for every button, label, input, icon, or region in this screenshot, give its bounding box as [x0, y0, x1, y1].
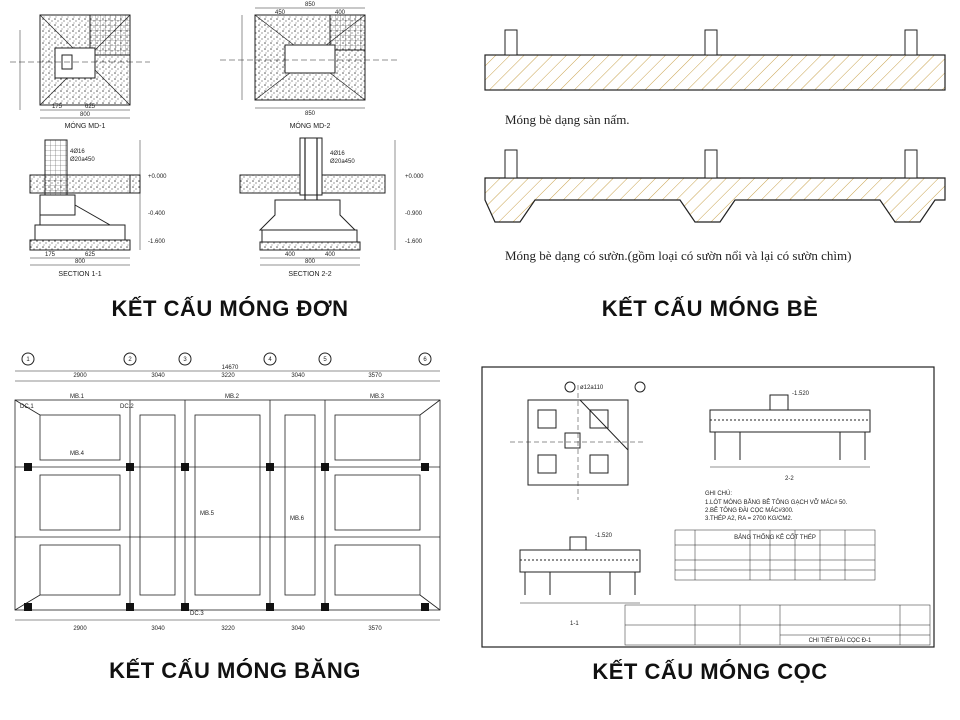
note-3: 3.THÉP A2, RA = 2700 KG/CM2.	[705, 515, 793, 522]
rebar-top: ø12a110	[580, 385, 604, 391]
section-1-1-coc	[519, 536, 641, 604]
rebar-table	[674, 529, 876, 581]
dim-top1-a: 175	[52, 104, 63, 110]
panel-mong-don: MÓNG MD-1 MÓNG MD-2 SECTION 1-1 SECTION …	[0, 0, 470, 321]
dim-bottom-3: 3220	[221, 626, 235, 632]
note-2: 2.BÊ TÔNG ĐÀI CỌC MÁC#300.	[705, 506, 794, 514]
note-ribbed-slab: Móng bè dạng có sườn.(gồm loại có sườn n…	[505, 248, 851, 263]
dim-top1-c: 800	[80, 112, 91, 118]
caption-mong-bang: KẾT CẤU MÓNG BĂNG	[109, 658, 361, 683]
dim-sec2-b: 400	[325, 252, 336, 258]
dim-bottom-2: 3040	[151, 626, 165, 632]
caption-mong-don: KẾT CẤU MÓNG ĐƠN	[111, 296, 349, 321]
section-2-2	[239, 137, 396, 266]
section-1-1	[29, 139, 141, 266]
rebar-label-2: Ø20a450	[70, 157, 95, 163]
axis-3: 3	[183, 357, 187, 363]
label-dc3: DC.3	[190, 611, 204, 617]
level-3: -1.600	[148, 239, 166, 245]
level-5: -0.900	[405, 211, 423, 217]
rebar-label-3: 4Ø16	[330, 151, 345, 157]
level-2: -0.400	[148, 211, 166, 217]
level-coc-2: -1.520	[595, 533, 613, 539]
label-dc2: DC.2	[120, 404, 134, 410]
dim-bottom-1: 2900	[73, 626, 87, 632]
sheet-title: CHI TIẾT ĐÀI CỌC Đ-1	[809, 637, 872, 644]
dim-row-1: 2900	[73, 373, 87, 379]
panel-mong-be: Móng bè dạng sàn nấm. Móng bè dạng có sư…	[480, 0, 960, 330]
rebar-label-1: 4Ø16	[70, 149, 85, 155]
caption-mong-be: KẾT CẤU MÓNG BÈ	[601, 296, 819, 321]
axis-1: 1	[26, 357, 30, 363]
section-2-2-coc	[709, 394, 871, 468]
ribbed-slab	[484, 149, 946, 223]
total-dim: 14670	[222, 365, 239, 371]
dim-bottom-4: 3040	[291, 626, 305, 632]
pile-cap-plan	[510, 381, 646, 500]
axis-4: 4	[268, 357, 272, 363]
caption-mong-coc: KẾT CẤU MÓNG CỌC	[592, 659, 828, 684]
mong-bang-drawing: 1 2 3 4 5 6 14670 2900 3040 3220 3040 35…	[14, 352, 441, 632]
dim-bottom-5: 3570	[368, 626, 382, 632]
dim-row-2: 3040	[151, 373, 165, 379]
panel-mong-bang: 1 2 3 4 5 6 14670 2900 3040 3220 3040 35…	[0, 345, 470, 720]
label-dc1: DC.1	[20, 404, 34, 410]
level-6: -1.600	[405, 239, 423, 245]
dim-sec1-b: 625	[85, 252, 96, 258]
dim-sec2-a: 400	[285, 252, 296, 258]
dim-top2-c: 400	[335, 10, 346, 16]
level-1: +0.000	[148, 174, 167, 180]
axis-5: 5	[323, 357, 327, 363]
dim-row-4: 3040	[291, 373, 305, 379]
section-11-label: 1-1	[570, 621, 579, 627]
level-coc-1: -1.520	[792, 391, 810, 397]
flat-slab	[484, 29, 946, 91]
table-title: BẢNG THỐNG KÊ CỐT THÉP	[734, 533, 816, 541]
dim-sec1-a: 175	[45, 252, 56, 258]
notes-title: GHI CHÚ:	[705, 490, 732, 497]
dim-row-3: 3220	[221, 373, 235, 379]
section1-title: SECTION 1-1	[58, 271, 101, 278]
label-mb1: MB.1	[70, 394, 85, 400]
level-4: +0.000	[405, 174, 424, 180]
dim-top2-d: 850	[305, 111, 316, 117]
dim-top1-b: 625	[85, 104, 96, 110]
plan-md1	[10, 14, 150, 119]
title-block	[624, 604, 931, 646]
label-mb3: MB.3	[370, 394, 385, 400]
dim-sec1-c: 800	[75, 259, 86, 265]
dim-row-5: 3570	[368, 373, 382, 379]
dim-top2-a: 850	[305, 2, 316, 8]
strip-grid	[14, 399, 441, 611]
panel-mong-coc: ø12a110 -1.520 2-2 GHI CHÚ: 1.LÓT MÓNG B…	[480, 365, 960, 720]
mong-coc-drawing: ø12a110 -1.520 2-2 GHI CHÚ: 1.LÓT MÓNG B…	[481, 366, 935, 648]
rebar-label-4: Ø20a450	[330, 159, 355, 165]
axis-bubbles	[21, 352, 432, 366]
note-1: 1.LÓT MÓNG BẰNG BÊ TÔNG GẠCH VỠ MÁC# 50.	[705, 498, 848, 506]
label-mb2: MB.2	[225, 394, 240, 400]
section2-title: SECTION 2-2	[288, 271, 331, 278]
plan-md2	[220, 7, 400, 109]
axis-6: 6	[423, 357, 427, 363]
label-mb6: MB.6	[290, 516, 305, 522]
label-mb4: MB.4	[70, 451, 85, 457]
dim-top2-b: 450	[275, 10, 286, 16]
plan2-title: MÓNG MD-2	[290, 121, 331, 130]
mong-don-drawing: MÓNG MD-1 MÓNG MD-2 SECTION 1-1 SECTION …	[10, 2, 424, 278]
dim-sec2-c: 800	[305, 259, 316, 265]
note-flat-slab: Móng bè dạng sàn nấm.	[505, 112, 630, 127]
axis-2: 2	[128, 357, 132, 363]
section-22-label: 2-2	[785, 476, 794, 482]
columns	[24, 463, 429, 611]
plan1-title: MÓNG MD-1	[65, 121, 106, 130]
label-mb5: MB.5	[200, 511, 215, 517]
mong-be-drawing: Móng bè dạng sàn nấm. Móng bè dạng có sư…	[484, 29, 946, 263]
